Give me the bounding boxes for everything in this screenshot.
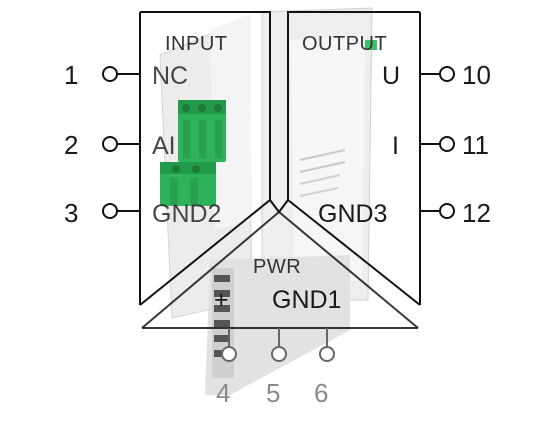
terminal-4: 4: [216, 328, 237, 408]
module-photo: [159, 7, 377, 395]
terminal-2-connector: [102, 136, 118, 152]
output-section-label: OUTPUT: [302, 33, 387, 55]
terminal-12-number: 12: [462, 198, 491, 228]
terminal-10-connector: [439, 66, 455, 82]
terminal-5-signal: GND1: [272, 286, 341, 314]
terminal-2: 2 AI: [64, 130, 176, 160]
green-terminal-block-lower: [160, 162, 216, 206]
power-section-label: PWR: [253, 256, 301, 278]
terminal-12: GND3 12: [318, 198, 491, 228]
terminal-1-signal: NC: [152, 62, 188, 90]
input-section-label: INPUT: [165, 33, 228, 55]
terminal-5: 5: [266, 328, 287, 408]
terminal-3-connector: [102, 203, 118, 219]
terminal-6-number: 6: [314, 378, 328, 408]
terminal-5-number: 5: [266, 378, 280, 408]
terminal-4-signal: +: [214, 286, 229, 314]
terminal-3-signal: GND2: [152, 200, 221, 228]
terminal-12-signal: GND3: [318, 200, 387, 228]
terminal-10: U 10: [382, 60, 491, 90]
terminal-11-number: 11: [462, 130, 489, 160]
terminal-10-number: 10: [462, 60, 491, 90]
diagram-outline: [139, 11, 421, 306]
terminal-5-connector: [271, 346, 287, 362]
terminal-11: I 11: [392, 130, 489, 160]
terminal-11-connector: [439, 136, 455, 152]
terminal-11-signal: I: [392, 132, 399, 160]
terminal-10-signal: U: [382, 62, 400, 90]
green-terminal-block-upper: [178, 100, 226, 162]
terminal-3: 3 GND2: [64, 198, 221, 228]
terminal-4-number: 4: [216, 378, 230, 408]
terminal-2-number: 2: [64, 130, 78, 160]
terminal-6-connector: [319, 346, 335, 362]
terminal-6: 6: [314, 328, 335, 408]
led-indicator: [365, 40, 377, 50]
terminal-4-connector: [221, 346, 237, 362]
terminal-2-signal: AI: [152, 132, 176, 160]
terminal-1: 1 NC: [64, 60, 188, 90]
terminal-3-number: 3: [64, 198, 78, 228]
terminal-12-connector: [439, 203, 455, 219]
terminal-1-connector: [102, 66, 118, 82]
terminal-1-number: 1: [64, 60, 78, 90]
